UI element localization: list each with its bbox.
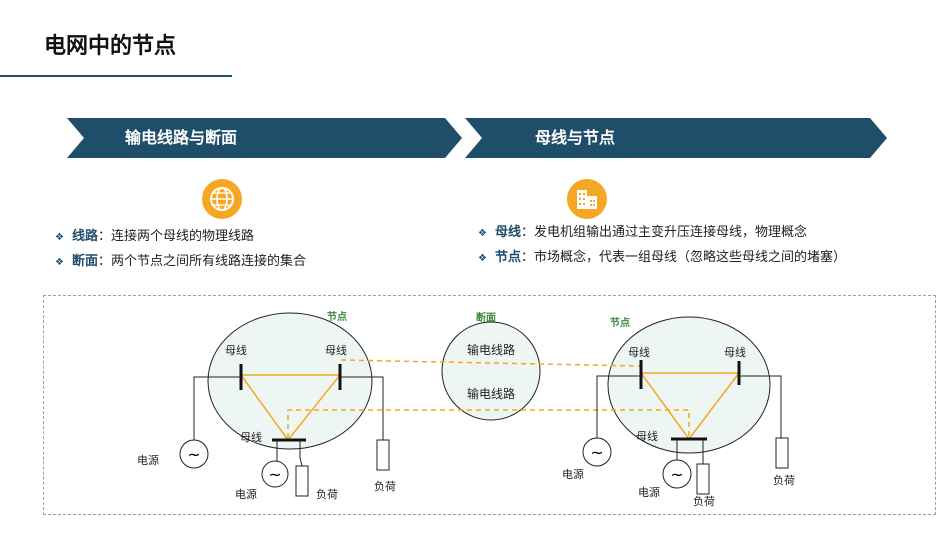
- generator-wave-glyph: ~: [670, 465, 683, 484]
- bullet-diamond-icon: ❖: [55, 232, 64, 243]
- bullet-text: 发电机组输出通过主变升压连接母线，物理概念: [534, 225, 808, 240]
- section-label: 断面: [476, 311, 496, 324]
- bullet-text: 连接两个母线的物理线路: [111, 229, 255, 244]
- banner-arrow-shape: [67, 118, 462, 158]
- bus-label: 母线: [225, 343, 247, 357]
- load-symbol: [295, 465, 309, 497]
- bus-label: 母线: [240, 430, 262, 444]
- load-label: 负荷: [374, 479, 396, 493]
- generator-symbol: [179, 439, 209, 469]
- bullet-separator: ：: [520, 250, 534, 265]
- bullet-diamond-icon: ❖: [478, 228, 487, 239]
- left-bus-triangle: [239, 374, 342, 442]
- bullet-term: 断面: [71, 254, 98, 269]
- load-symbol: [376, 439, 390, 471]
- node-label: 节点: [327, 310, 347, 323]
- banner-transmission-lines: 输电线路与断面: [67, 118, 462, 158]
- generator-wave-glyph: ~: [590, 443, 603, 462]
- banner-label: 母线与节点: [535, 128, 616, 147]
- generator-wave-glyph: ~: [268, 465, 281, 484]
- section-circle: [441, 321, 541, 421]
- bullet-term: 母线: [494, 225, 521, 240]
- bullet-text: 两个节点之间所有线路连接的集合: [111, 254, 307, 269]
- banner-label: 输电线路与断面: [125, 128, 238, 147]
- bullet-diamond-icon: ❖: [55, 257, 64, 268]
- transmission-line-label: 输电线路: [467, 386, 515, 401]
- banner-arrow-shape: [465, 118, 887, 158]
- wire: [193, 376, 241, 440]
- wire: [596, 375, 641, 439]
- node-label: 节点: [610, 316, 630, 329]
- bullet-term: 线路: [71, 229, 98, 244]
- load-symbol: [775, 437, 789, 469]
- generator-wave-glyph: ~: [187, 445, 200, 464]
- generator-symbol: [662, 459, 692, 489]
- wire: [340, 376, 384, 440]
- generator-symbol: [261, 460, 289, 488]
- right-bus-triangle: [639, 372, 741, 441]
- load-symbol: [696, 463, 710, 495]
- list-item: ❖ 母线：发电机组输出通过主变升压连接母线，物理概念: [478, 221, 846, 246]
- bullet-separator: ：: [97, 254, 111, 269]
- list-item: ❖ 断面：两个节点之间所有线路连接的集合: [55, 250, 306, 275]
- page-title: 电网中的节点: [44, 34, 177, 59]
- generator-symbol: [582, 437, 612, 467]
- right-node-circle: [607, 316, 771, 454]
- left-node-circle: [207, 312, 373, 450]
- banner-bus-and-node: 母线与节点: [465, 118, 887, 158]
- bus-label: 母线: [636, 429, 658, 443]
- bullet-separator: ：: [520, 225, 534, 240]
- load-label: 负荷: [693, 494, 715, 508]
- bullet-text: 市场概念，代表一组母线（忽略这些母线之间的堵塞）: [534, 250, 847, 265]
- load-label: 负荷: [316, 487, 338, 501]
- right-bullet-list: ❖母线：发电机组输出通过主变升压连接母线，物理概念 ❖节点：市场概念，代表一组母…: [478, 221, 846, 271]
- load-label: 负荷: [773, 473, 795, 487]
- bullet-separator: ：: [97, 229, 111, 244]
- globe-icon: [202, 179, 242, 219]
- bus-label: 母线: [628, 345, 650, 359]
- source-label: 电源: [562, 467, 584, 481]
- bullet-diamond-icon: ❖: [478, 253, 487, 264]
- bus-label: 母线: [724, 345, 746, 359]
- diagram-frame: [43, 295, 936, 515]
- source-label: 电源: [137, 453, 159, 467]
- building-icon: [567, 179, 607, 219]
- left-bullet-list: ❖线路：连接两个母线的物理线路 ❖断面：两个节点之间所有线路连接的集合: [55, 225, 306, 275]
- bus-label: 母线: [325, 343, 347, 357]
- bullet-term: 节点: [494, 250, 521, 265]
- wire: [299, 440, 303, 467]
- transmission-line-label: 输电线路: [467, 342, 515, 357]
- list-item: ❖ 节点：市场概念，代表一组母线（忽略这些母线之间的堵塞）: [478, 246, 846, 271]
- transmission-line-dashed: [287, 409, 690, 438]
- title-underline: [0, 75, 232, 77]
- source-label: 电源: [638, 485, 660, 499]
- wire: [739, 375, 782, 439]
- list-item: ❖ 线路：连接两个母线的物理线路: [55, 225, 306, 250]
- source-label: 电源: [235, 487, 257, 501]
